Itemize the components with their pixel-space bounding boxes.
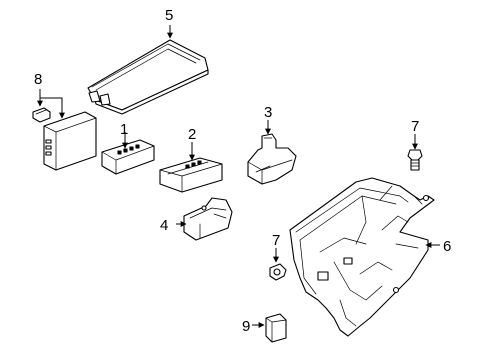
part-5-cover xyxy=(87,39,209,115)
callout-1: 1 xyxy=(120,121,128,138)
callout-2: 2 xyxy=(188,126,196,143)
part-8-module xyxy=(43,111,97,171)
part-7-bolt-upper xyxy=(407,149,423,171)
callout-6: 6 xyxy=(443,238,451,255)
callout-8: 8 xyxy=(34,71,42,88)
callout-5: 5 xyxy=(165,7,173,24)
callout-4: 4 xyxy=(160,217,168,234)
part-6-housing xyxy=(289,177,435,337)
callout-9: 9 xyxy=(242,318,250,335)
part-3-connector xyxy=(247,133,297,185)
part-7-bolt-lower xyxy=(269,263,287,281)
part-2-fuse-block xyxy=(159,157,223,193)
part-9-clip xyxy=(265,313,287,343)
callout-7-lower: 7 xyxy=(272,232,280,249)
part-8-clip xyxy=(32,107,51,123)
part-1-fuse-block xyxy=(101,139,155,175)
leader-8-module xyxy=(39,89,65,119)
callout-3: 3 xyxy=(264,104,272,121)
callout-7-upper: 7 xyxy=(411,118,419,135)
part-4-bracket xyxy=(183,197,233,241)
